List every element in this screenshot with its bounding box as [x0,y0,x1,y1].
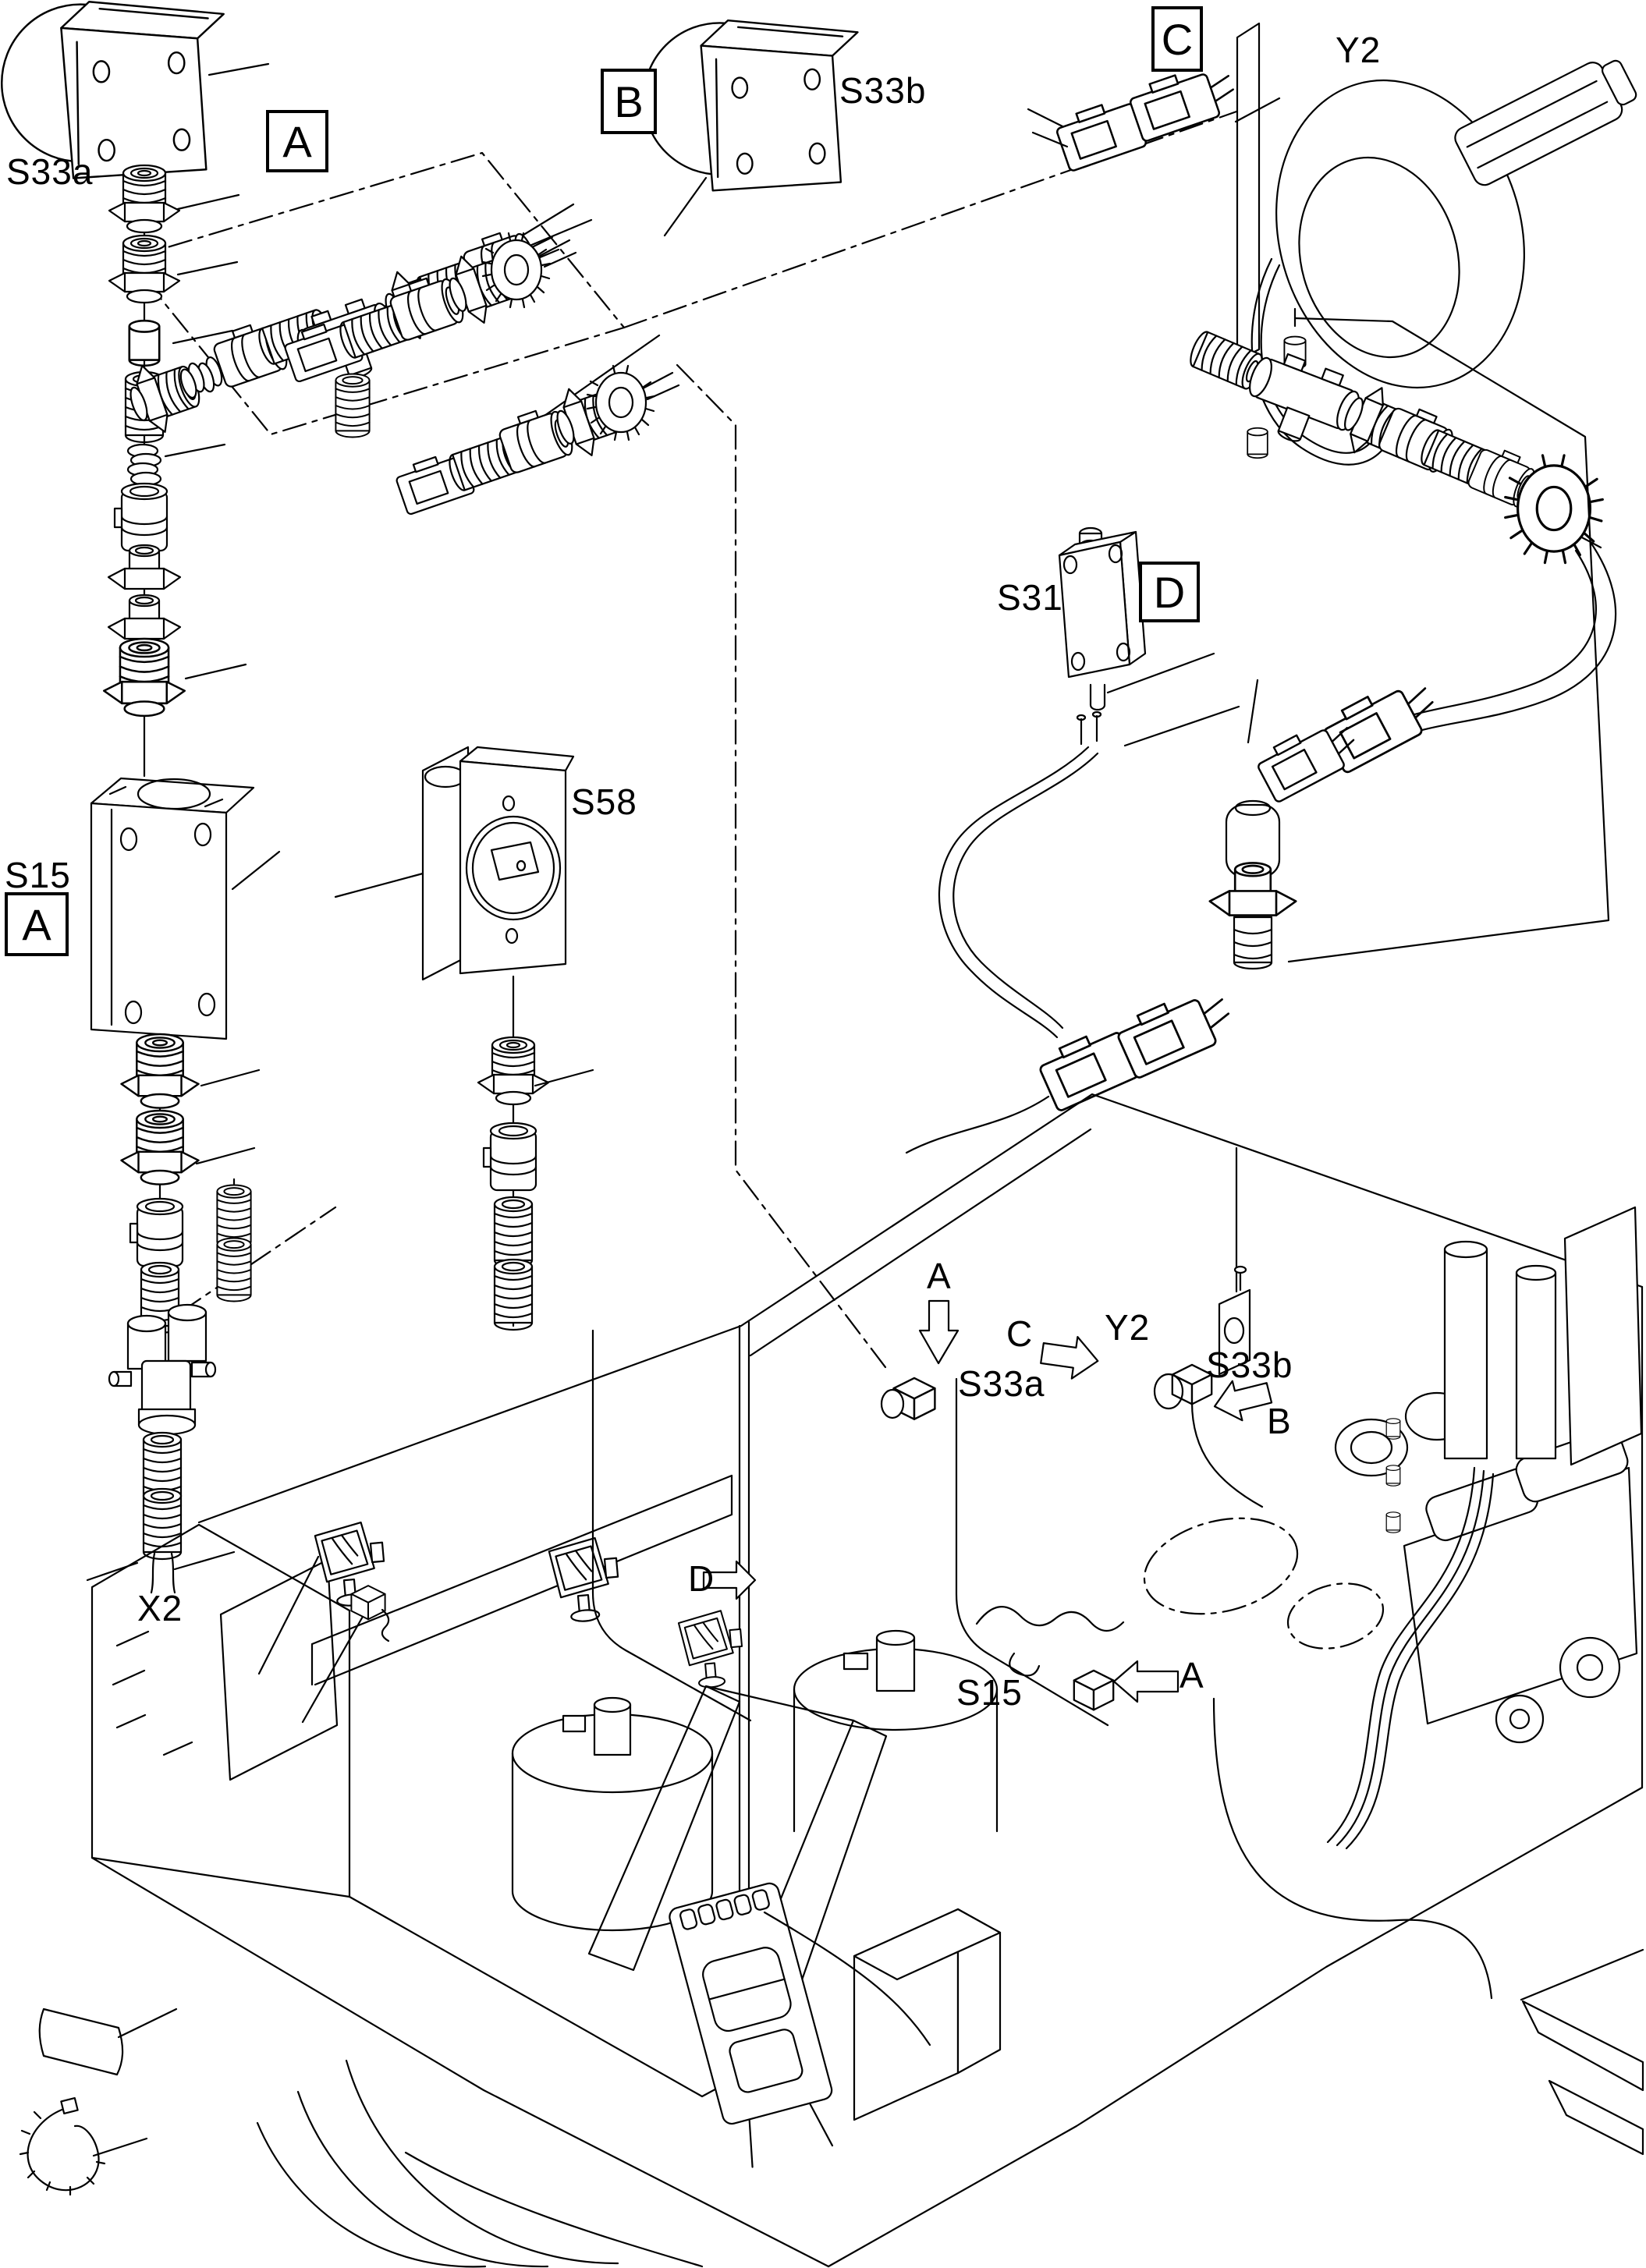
locknut-icon [107,544,182,590]
spring-icon [126,443,162,487]
cable-gland-icon [120,1109,200,1185]
b-connector-chain-2 [392,364,680,516]
detail-box-c: C [1151,6,1203,72]
c-connector-pair [1027,58,1241,173]
arrow-left-s33b [1213,1380,1273,1422]
connector-icon [129,1197,184,1267]
label-s33a-exploded: S33a [6,151,94,192]
c-cable-and-plug [1252,540,1617,804]
s33a-gland-chain [102,164,247,718]
cable-gland-icon [120,1033,200,1109]
arrow-right-d [702,1560,757,1600]
control-console-drawing [669,1882,834,2168]
sleeve-icon [216,1237,252,1302]
label-s31: S31 [997,577,1063,618]
valve-stem-icon [1385,1465,1401,1487]
valve-stem-icon [1385,1418,1401,1440]
machine-label-s33b: S33b [1206,1345,1293,1385]
machine-label-a: A [927,1256,952,1296]
s31-switch-drawing [1058,526,1147,679]
machine-label-s33a: S33a [958,1363,1045,1404]
s33b-switch-drawing [642,19,859,237]
sleeve-icon [493,1258,534,1331]
machine-label-a2: A [1180,1655,1204,1696]
detail-box-a2: A [5,892,69,956]
s15-cube-icon [1073,1669,1115,1711]
machine-label-s15: S15 [956,1672,1023,1713]
arrow-right-c [1040,1336,1099,1380]
valve-stem-icon [1385,1511,1401,1533]
s58-main-switch-drawing [334,746,575,981]
cable-gland-icon [108,234,181,304]
cable-gland-icon [102,637,186,718]
sleeve-icon [493,1196,534,1269]
connector-icon [482,1122,537,1192]
y2-solenoid-drawing [1234,22,1637,466]
callout-arrows [702,1299,1273,1703]
machine-label-c: C [1006,1313,1034,1354]
arrow-left-s15 [1112,1660,1180,1703]
c-t-assembly [1186,328,1604,565]
cable-tie-drawing [19,2096,148,2196]
s15-gland-chain [120,1033,261,1334]
machine-label-d: D [688,1558,715,1599]
s15-switch-drawing [90,777,281,1040]
machine-isometric-view [90,1093,1644,2268]
s58-gland-chain [477,1036,594,1331]
c-detail-border [1287,317,1610,963]
label-sheet-drawing [38,2008,178,2076]
locknut-icon [107,594,182,640]
switch-cube-icon [350,1585,386,1621]
machine-label-b: B [1267,1401,1292,1441]
hex-nut-icon [1208,862,1297,916]
label-s58: S58 [571,781,637,822]
fitting-icon [1247,427,1268,459]
label-s15-exploded: S15 [5,855,71,895]
detail-box-d: D [1139,562,1200,622]
x2-y-splitter-drawing [108,1303,217,1436]
label-y2-exploded: Y2 [1336,30,1382,70]
plug-connector-icon [1112,980,1239,1080]
connector-icon [113,482,169,552]
sleeve-icon [335,373,371,438]
label-s33b-exploded: S33b [839,70,927,111]
b-connector-chain-1 [281,232,577,384]
work-light-icon [676,1608,747,1691]
s31-cable-drawing [905,652,1240,1154]
machine-label-y2: Y2 [1105,1307,1151,1348]
adapter-icon [128,319,161,367]
work-light-icon [547,1535,623,1625]
sleeve-icon [142,1487,183,1561]
detail-box-a: A [266,110,328,172]
label-x2: X2 [137,1588,183,1628]
cable-gland-icon [477,1036,550,1106]
arrow-down-a [918,1299,960,1365]
detail-box-b: B [601,69,657,134]
x2-sleeves-and-wires [86,1431,236,1594]
pressure-sensor-drawing [1208,679,1297,970]
s33a-switch-drawing [1,1,270,179]
